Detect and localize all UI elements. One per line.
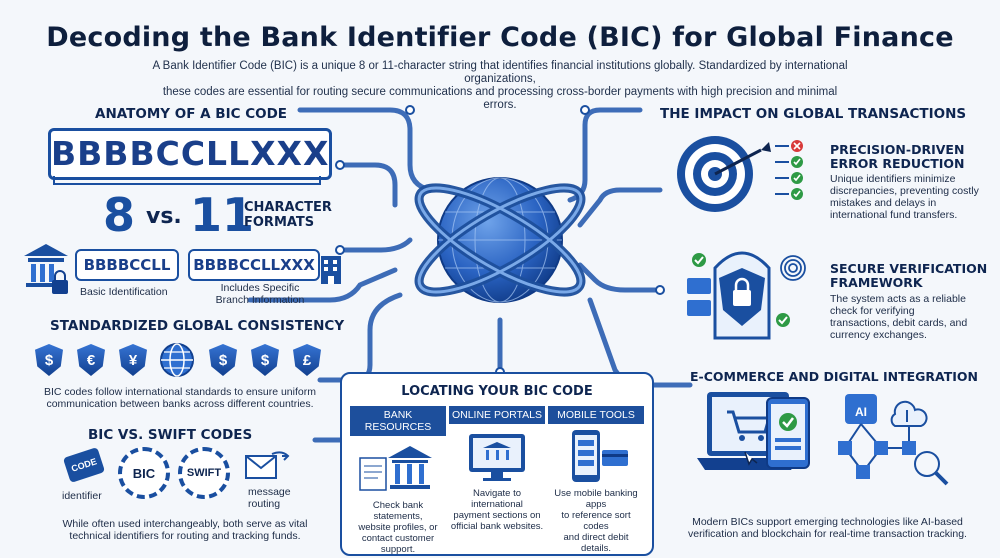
message-label-line-1: message bbox=[248, 486, 291, 498]
secure-text-line-2: check for verifying bbox=[830, 305, 915, 317]
bank-line-1: Check bank statements, bbox=[372, 500, 424, 522]
online-line-2: payment sections on bbox=[453, 510, 541, 521]
long-label-line-1: Includes Specific bbox=[220, 282, 300, 294]
dollar-shield-icon-2: $ bbox=[209, 344, 237, 376]
secure-head-line-1: SECURE VERIFICATION bbox=[830, 261, 988, 276]
locating-panel: LOCATING YOUR BIC CODE BANK RESOURCES Ch… bbox=[340, 372, 654, 556]
format-8: 8 bbox=[103, 188, 136, 242]
vault-shield-icon bbox=[687, 251, 806, 340]
precision-head-line-1: PRECISION-DRIVEN bbox=[830, 142, 965, 157]
mobile-line-3: and direct debit details. bbox=[563, 532, 629, 554]
envelope-arrow-icon bbox=[245, 451, 290, 479]
online-line-3: official bank websites. bbox=[450, 521, 544, 532]
long-code-box: BBBBCCLLXXX bbox=[188, 249, 320, 281]
long-code-label: Includes Specific Branch Information bbox=[210, 282, 310, 306]
euro-shield-icon: € bbox=[77, 344, 105, 376]
impact-heading: THE IMPACT ON GLOBAL TRANSACTIONS bbox=[660, 106, 967, 122]
bank-building-icon bbox=[359, 446, 432, 491]
bank-line-2: website profiles, or bbox=[358, 522, 438, 533]
swift-heading: BIC VS. SWIFT CODES bbox=[88, 427, 253, 443]
mobile-phone-icon bbox=[572, 430, 628, 482]
secure-text-line-3: transactions, debit cards, and bbox=[830, 317, 968, 329]
precision-heading: PRECISION-DRIVEN ERROR REDUCTION bbox=[830, 143, 965, 171]
column-mobile-tools: MOBILE TOOLS Use mobile banking apps to … bbox=[548, 406, 644, 554]
ecommerce-line-2: verification and blockchain for real-tim… bbox=[688, 528, 967, 540]
swift-text: While often used interchangeably, both s… bbox=[30, 518, 340, 542]
monitor-icon bbox=[469, 434, 525, 481]
column-title-bank: BANK RESOURCES bbox=[350, 406, 446, 436]
bank-lock-icon bbox=[24, 244, 68, 294]
bic-gear-label: BIC bbox=[132, 465, 156, 481]
central-globe-icon bbox=[414, 177, 586, 303]
office-building-icon bbox=[321, 256, 341, 284]
format-vs: vs. bbox=[146, 204, 182, 229]
swift-line-1: While often used interchangeably, both s… bbox=[62, 518, 308, 530]
bank-line-3: contact customer support. bbox=[361, 533, 435, 555]
subtitle-line-1: A Bank Identifier Code (BIC) is a unique… bbox=[152, 60, 848, 85]
ecommerce-heading: E-COMMERCE AND DIGITAL INTEGRATION bbox=[690, 369, 979, 384]
precision-text-line-2: discrepancies, preventing costly bbox=[830, 185, 979, 197]
column-bank-resources: BANK RESOURCES Check bank statements, we… bbox=[350, 406, 446, 555]
precision-text: Unique identifiers minimize discrepancie… bbox=[830, 173, 979, 221]
precision-head-line-2: ERROR REDUCTION bbox=[830, 156, 965, 171]
long-label-line-2: Branch Information bbox=[215, 294, 305, 306]
message-label-line-2: routing bbox=[248, 498, 281, 510]
column-online-portals: ONLINE PORTALS Navigate to international… bbox=[449, 406, 545, 532]
big-code-box: BBBBCCLLXXX bbox=[48, 128, 332, 180]
globe-icon bbox=[160, 343, 194, 377]
mobile-line-1: Use mobile banking apps bbox=[554, 488, 638, 510]
mobile-line-2: to reference sort codes bbox=[561, 510, 631, 532]
swift-gear-icon: SWIFT bbox=[178, 447, 230, 499]
anatomy-heading: ANATOMY OF A BIC CODE bbox=[95, 106, 288, 122]
code-bracket bbox=[53, 176, 321, 185]
secure-text-line-1: The system acts as a reliable bbox=[830, 293, 966, 305]
secure-text-line-4: currency exchanges. bbox=[830, 329, 927, 341]
yen-shield-icon: ¥ bbox=[119, 344, 147, 376]
formats-line-2: FORMATS bbox=[244, 215, 315, 230]
subtitle-line-2: these codes are essential for routing se… bbox=[162, 86, 838, 111]
column-title-online: ONLINE PORTALS bbox=[449, 406, 545, 424]
consistency-line-1: BIC codes follow international standards… bbox=[44, 386, 316, 398]
consistency-heading: STANDARDIZED GLOBAL CONSISTENCY bbox=[50, 318, 345, 334]
precision-text-line-4: international fund transfers. bbox=[830, 209, 958, 221]
bank-resources-text: Check bank statements, website profiles,… bbox=[350, 500, 446, 555]
column-title-mobile: MOBILE TOOLS bbox=[548, 406, 644, 424]
swift-gear-label: SWIFT bbox=[186, 467, 222, 479]
dollar-shield-icon: $ bbox=[35, 344, 63, 376]
consistency-text: BIC codes follow international standards… bbox=[20, 386, 340, 410]
online-line-1: Navigate to international bbox=[471, 488, 523, 510]
currency-row: $ € ¥ $ $ £ bbox=[35, 342, 335, 378]
target-icon bbox=[677, 136, 803, 212]
swift-line-2: technical identifiers for routing and tr… bbox=[69, 530, 301, 542]
ecommerce-devices-icon bbox=[697, 392, 949, 486]
secure-text: The system acts as a reliable check for … bbox=[830, 293, 967, 341]
pound-shield-icon: £ bbox=[293, 344, 321, 376]
code-tag-label: CODE bbox=[70, 456, 98, 474]
short-code-label: Basic Identification bbox=[80, 286, 168, 298]
bic-gear-icon: BIC bbox=[118, 447, 170, 499]
page-title: Decoding the Bank Identifier Code (BIC) … bbox=[46, 22, 954, 53]
dollar-shield-icon-3: $ bbox=[251, 344, 279, 376]
precision-text-line-1: Unique identifiers minimize bbox=[830, 173, 956, 185]
message-routing-label: message routing bbox=[248, 486, 291, 510]
precision-text-line-3: mistakes and delays in bbox=[830, 197, 937, 209]
ai-chip-label: AI bbox=[855, 405, 867, 419]
format-11: 11 bbox=[190, 188, 255, 242]
secure-head-line-2: FRAMEWORK bbox=[830, 275, 923, 290]
mobile-tools-text: Use mobile banking apps to reference sor… bbox=[548, 488, 644, 554]
identifier-label: identifier bbox=[62, 490, 102, 502]
short-code-box: BBBBCCLL bbox=[75, 249, 179, 281]
formats-line-1: CHARACTER bbox=[244, 200, 332, 215]
consistency-line-2: communication between banks across diffe… bbox=[46, 398, 314, 410]
formats-label: CHARACTER FORMATS bbox=[244, 200, 332, 230]
online-portals-text: Navigate to international payment sectio… bbox=[449, 488, 545, 532]
ecommerce-line-1: Modern BICs support emerging technologie… bbox=[692, 516, 963, 528]
secure-heading: SECURE VERIFICATION FRAMEWORK bbox=[830, 262, 987, 290]
locating-heading: LOCATING YOUR BIC CODE bbox=[401, 384, 593, 399]
page-subtitle: A Bank Identifier Code (BIC) is a unique… bbox=[150, 60, 850, 112]
ecommerce-text: Modern BICs support emerging technologie… bbox=[660, 516, 995, 540]
